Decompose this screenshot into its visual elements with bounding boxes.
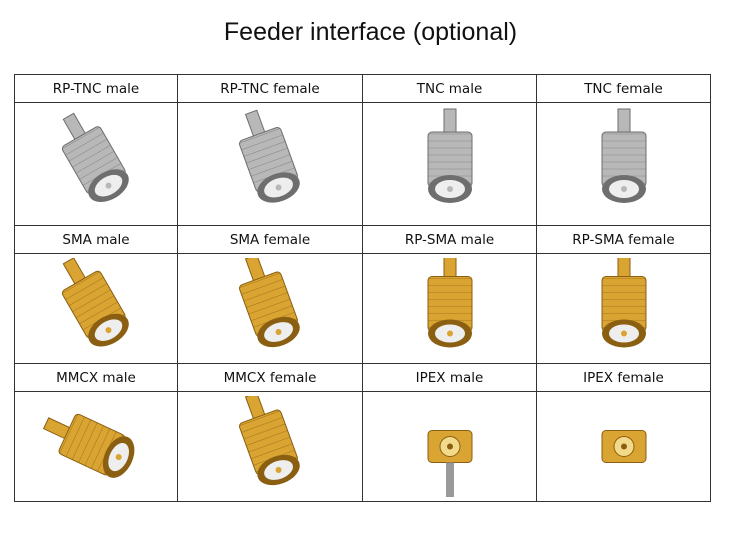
- silver-connector-icon: [427, 108, 472, 203]
- silver-connector-icon: [601, 108, 646, 203]
- connector-image: [177, 102, 363, 226]
- silver-connector-icon: [238, 109, 300, 203]
- connector-label: SMA male: [14, 225, 178, 254]
- gold-connector-icon: [42, 413, 135, 478]
- connector-label: RP-SMA male: [362, 225, 537, 254]
- gold-connector-icon: [61, 258, 129, 347]
- connector-image: [362, 253, 537, 364]
- connector-label: MMCX female: [177, 363, 363, 392]
- connector-label: TNC female: [536, 74, 711, 103]
- connector-image: [14, 391, 178, 502]
- gold-connector-icon: [427, 258, 472, 348]
- gold-connector-icon: [601, 430, 646, 463]
- connector-label: RP-TNC male: [14, 74, 178, 103]
- connector-image: [536, 102, 711, 226]
- connector-image: [536, 391, 711, 502]
- connector-label: SMA female: [177, 225, 363, 254]
- page-title: Feeder interface (optional): [223, 18, 518, 46]
- gold-connector-icon: [238, 396, 300, 486]
- connector-image: [362, 102, 537, 226]
- connector-image: [14, 253, 178, 364]
- gold-connector-icon: [427, 430, 472, 497]
- connector-image: [536, 253, 711, 364]
- connector-label: RP-SMA female: [536, 225, 711, 254]
- connector-image: [14, 102, 178, 226]
- silver-connector-icon: [61, 112, 129, 203]
- connector-image: [362, 391, 537, 502]
- connector-image: [177, 253, 363, 364]
- gold-connector-icon: [601, 258, 646, 348]
- connector-label: IPEX female: [536, 363, 711, 392]
- connector-image: [177, 391, 363, 502]
- connector-label: MMCX male: [14, 363, 178, 392]
- connector-label: IPEX male: [362, 363, 537, 392]
- connector-label: TNC male: [362, 74, 537, 103]
- gold-connector-icon: [238, 258, 300, 348]
- connector-label: RP-TNC female: [177, 74, 363, 103]
